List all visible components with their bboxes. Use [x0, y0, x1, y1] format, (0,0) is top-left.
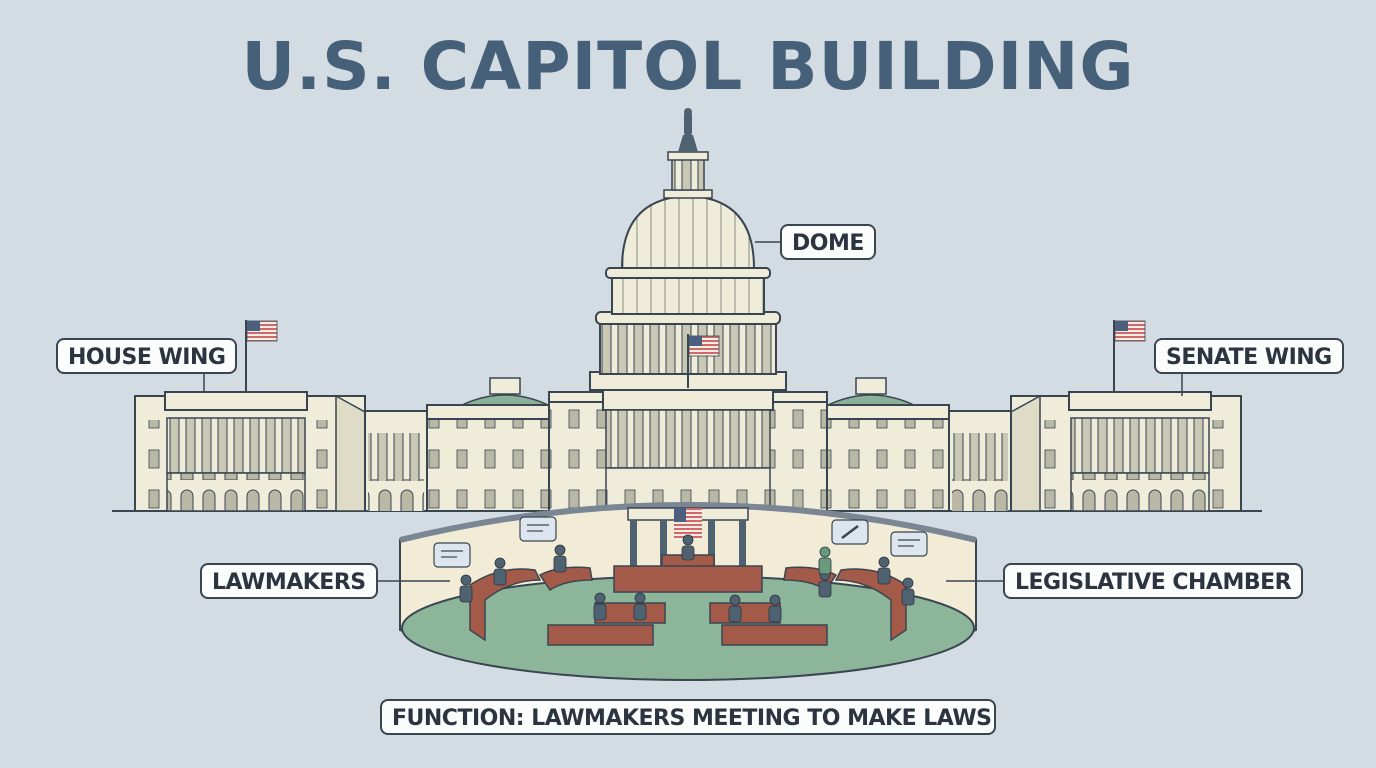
diagram-title: U.S. CAPITOL BUILDING	[241, 28, 1135, 105]
function-caption: FUNCTION: LAWMAKERS MEETING TO MAKE LAWS	[380, 699, 996, 735]
leader-lines	[203, 241, 1183, 582]
house-wing	[134, 320, 428, 512]
senate-wing	[948, 320, 1242, 512]
dome	[589, 108, 787, 391]
house-wing-label: HOUSE WING	[56, 338, 238, 374]
connecting-wings	[426, 377, 950, 512]
legislative-chamber-label: LEGISLATIVE CHAMBER	[1003, 563, 1304, 599]
senate-wing-label: SENATE WING	[1154, 338, 1344, 374]
central-building	[548, 387, 828, 512]
lawmakers-label: LAWMAKERS	[200, 563, 378, 599]
legislative-chamber	[399, 502, 977, 681]
dome-label: DOME	[780, 224, 876, 260]
